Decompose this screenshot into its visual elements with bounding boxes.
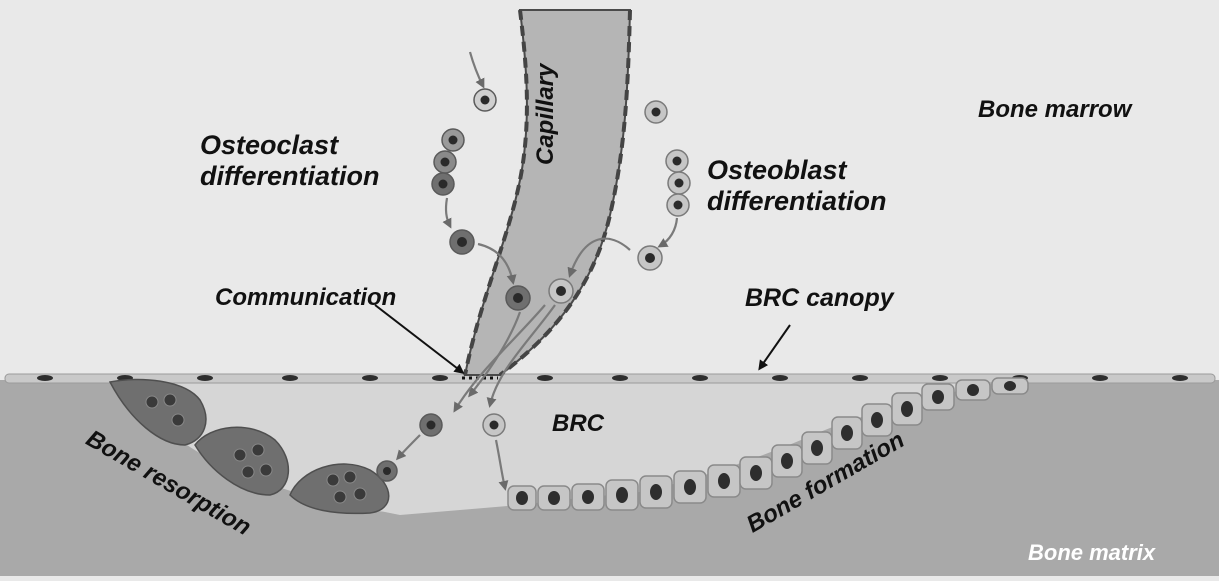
osteoclast-label-line2: differentiation [200, 161, 380, 192]
osteoclast-differentiation-label: Osteoclast differentiation [200, 130, 380, 192]
brc-canopy-label: BRC canopy [745, 284, 894, 313]
bone-marrow-label: Bone marrow [978, 96, 1131, 124]
osteoblast-label-line1: Osteoblast [707, 155, 887, 186]
communication-label: Communication [215, 284, 396, 312]
osteoclast-label-line1: Osteoclast [200, 130, 380, 161]
osteoblast-differentiation-label: Osteoblast differentiation [707, 155, 887, 217]
bone-matrix-label: Bone matrix [1028, 540, 1155, 565]
brc-label: BRC [552, 410, 604, 438]
osteoblast-label-line2: differentiation [707, 186, 887, 217]
capillary-label: Capillary [532, 64, 560, 165]
brc-canopy-cells [5, 374, 1215, 383]
